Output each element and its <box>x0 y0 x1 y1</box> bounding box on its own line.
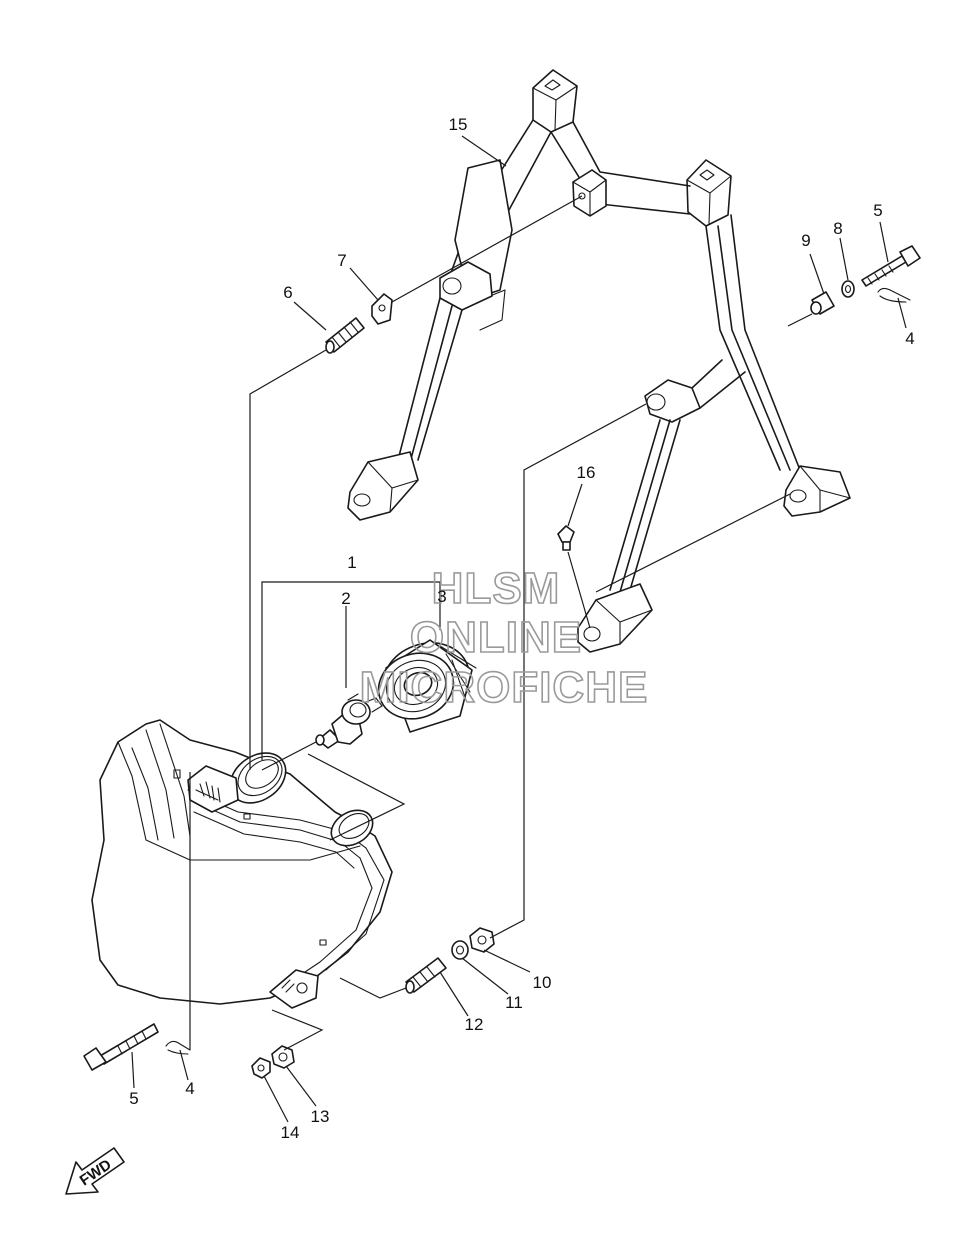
nut-part-13 <box>271 1045 295 1069</box>
callout-6: 6 <box>283 283 292 302</box>
screw-part-16 <box>557 525 575 551</box>
reference-lines <box>131 135 907 1123</box>
callout-2: 2 <box>341 589 350 608</box>
nut-part-14 <box>251 1057 271 1079</box>
callout-5-lower: 5 <box>129 1089 138 1108</box>
callout-5-upper: 5 <box>873 201 882 220</box>
callout-8: 8 <box>833 219 842 238</box>
callout-numbers: 1 2 3 4 4 5 5 6 7 8 9 10 11 12 13 14 15 … <box>129 115 914 1142</box>
callout-10: 10 <box>533 973 552 992</box>
callout-12: 12 <box>465 1015 484 1034</box>
bolt-part-5-lower <box>83 1023 159 1071</box>
callout-11: 11 <box>505 993 523 1012</box>
callout-13: 13 <box>311 1107 330 1126</box>
callout-9: 9 <box>801 231 810 250</box>
callout-15: 15 <box>449 115 468 134</box>
watermark-line-1: HLSM <box>432 564 561 613</box>
callout-3: 3 <box>437 587 446 606</box>
collar-part-9 <box>810 291 835 315</box>
headlight-assembly <box>91 719 393 1009</box>
bulb-cover-part-3 <box>377 639 477 733</box>
callout-7: 7 <box>337 251 346 270</box>
callout-1: 1 <box>347 553 356 572</box>
callout-4-upper: 4 <box>905 329 914 348</box>
callout-16: 16 <box>577 463 596 482</box>
forward-direction-marker: FWD <box>65 1147 125 1195</box>
watermark: HLSM ONLINE MICROFICHE <box>359 563 649 713</box>
watermark-line-3: MICROFICHE <box>360 663 649 712</box>
collar-part-11 <box>451 940 469 960</box>
callout-4-lower: 4 <box>185 1079 194 1098</box>
pin-part-4-lower <box>165 1040 191 1055</box>
nut-plate-part-7 <box>371 293 393 325</box>
pin-part-4-upper <box>877 287 911 303</box>
callout-14: 14 <box>281 1123 300 1142</box>
bolt-part-5-upper <box>861 245 921 287</box>
damper-part-6 <box>325 317 365 354</box>
headlight-bulb-part-2 <box>315 693 383 749</box>
watermark-line-2: ONLINE <box>410 613 582 662</box>
headlight-stay-bracket <box>347 69 851 653</box>
damper-part-12 <box>405 957 447 994</box>
washer-part-8 <box>841 280 855 298</box>
nut-part-10 <box>469 927 495 953</box>
